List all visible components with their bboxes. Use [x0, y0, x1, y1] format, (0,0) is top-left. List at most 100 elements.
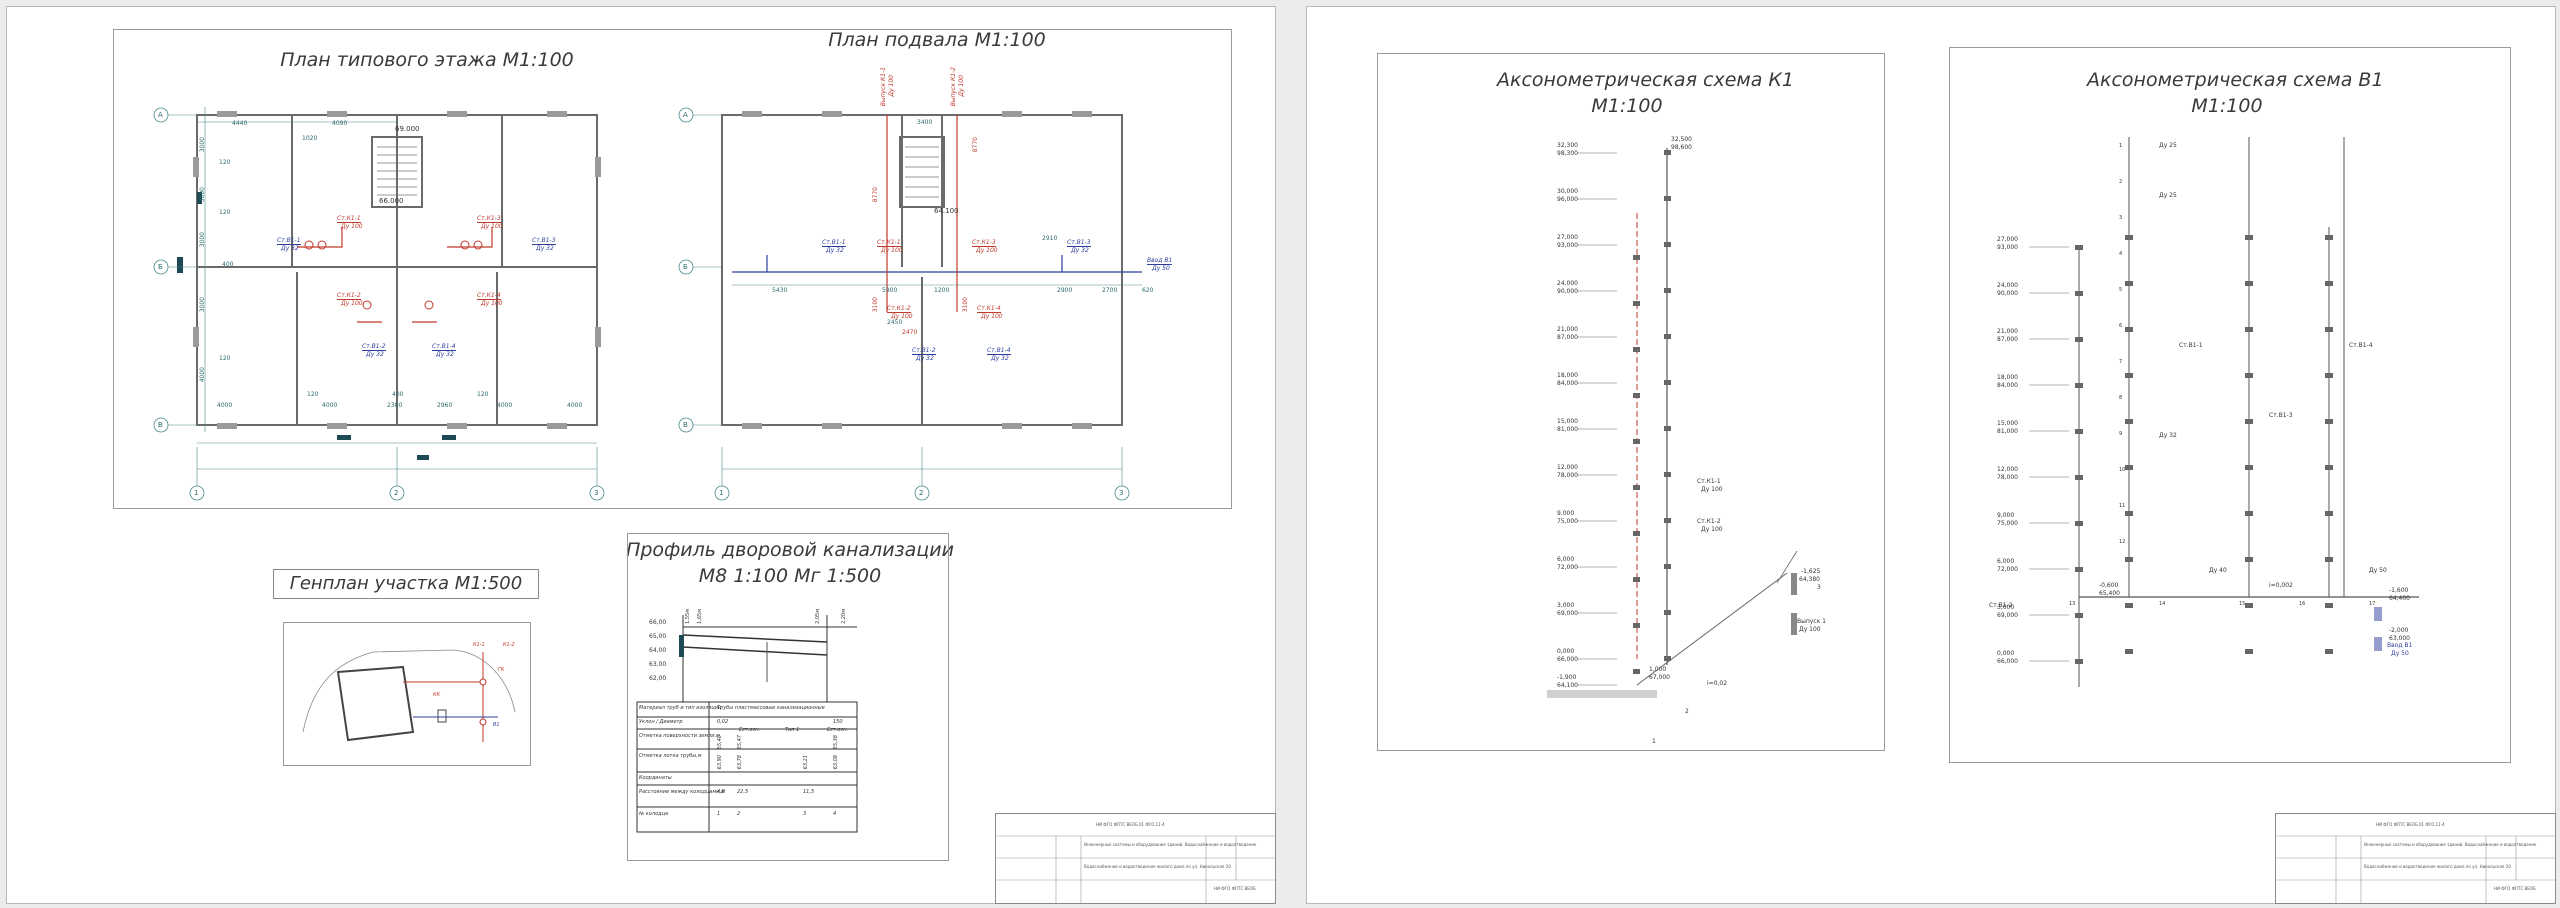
basement-axis-col-label: 1 — [719, 489, 724, 497]
floor-dim-bottom: 4000 — [217, 402, 233, 409]
floor-dim-small: 120 — [219, 355, 231, 362]
b1-fitting — [2325, 373, 2333, 378]
k1-slope: i=0,02 — [1707, 680, 1727, 687]
basement-riser-tag-code: Ст.В1-1 — [822, 239, 846, 247]
k1-level-mark-a: 32,300 — [1557, 142, 1578, 149]
tb-left-desc: Инженерные системы и оборудование зданий… — [1084, 842, 1257, 847]
b1-node-number: 4 — [2119, 251, 2122, 257]
basement-riser-tag-code: Ст.В1-4 — [987, 347, 1011, 355]
basement-walls — [721, 114, 1123, 426]
profile-title-line1: Профиль дворовой канализации — [626, 539, 954, 561]
k1-level-mark-a: 27,000 — [1557, 234, 1578, 241]
basement-riser-tag-dia: Ду 32 — [826, 247, 844, 254]
basement-axis-grid — [692, 114, 1142, 487]
profile-row-value: 65,40 — [717, 735, 723, 750]
b1-fitting — [2125, 557, 2133, 562]
profile-top-mark: 2,05м — [815, 609, 821, 624]
k1-ground-hatch — [1547, 690, 1657, 698]
basement-inlet-code: Ввод В1 — [1147, 257, 1173, 265]
k1-level-mark-b: 90,000 — [1557, 288, 1578, 295]
b1-fitting — [2325, 419, 2333, 424]
profile-column-head: Ест.осн. — [739, 727, 761, 733]
k1-fitting — [1664, 426, 1671, 431]
b1-fitting — [2125, 373, 2133, 378]
basement-dim: 2900 — [1057, 287, 1073, 294]
b1-fitting — [2125, 419, 2133, 424]
b1-level-mark-b: 84,000 — [1997, 382, 2018, 389]
k1-level-mark-a: 30,000 — [1557, 188, 1578, 195]
k1-tag-dia: Ду 100 — [1701, 526, 1723, 533]
k1-tag-code: Ст.К1-2 — [1697, 518, 1721, 525]
floor-dim-bottom: 4000 — [567, 402, 583, 409]
b1-fitting — [2075, 567, 2083, 572]
k1-fitting-left — [1633, 301, 1640, 306]
b1-node-number: 14 — [2159, 601, 2165, 607]
b1-fitting — [2245, 327, 2253, 332]
floor-riser-tag-code: Ст.К1-4 — [477, 292, 501, 300]
k1-fitting — [1664, 334, 1671, 339]
b1-fitting — [2075, 291, 2083, 296]
basement-dim: 2470 — [902, 329, 918, 336]
genplan-title: Генплан участка М1:500 — [273, 569, 539, 599]
floor-dim-bottom: 4000 — [322, 402, 338, 409]
profile-row-value: 4,8 — [717, 789, 725, 795]
floor-riser-tag-dia: Ду 32 — [536, 245, 554, 252]
k1-top-mark-b: 98,600 — [1671, 144, 1692, 151]
floor-riser-tag-code: Ст.В1-3 — [532, 237, 556, 245]
floor-elevation: 66.000 — [379, 197, 404, 205]
floor-dim-bottom: 2960 — [437, 402, 453, 409]
floor-riser-tag-code: Ст.К1-1 — [337, 215, 361, 223]
floor-riser-tag-code: Ст.В1-4 — [432, 343, 456, 351]
basement-dim: 8770 — [972, 137, 979, 153]
b1-main-mark-a: -0,600 — [2099, 582, 2119, 589]
basement-outlet-dia: Ду 100 — [958, 75, 965, 97]
basement-riser-tag-dia: Ду 100 — [881, 247, 903, 254]
k1-fitting — [1664, 288, 1671, 293]
floor-axis-col-label: 3 — [594, 489, 599, 497]
k1-fitting-left — [1633, 577, 1640, 582]
b1-inlet-well — [2374, 607, 2382, 621]
b1-fitting — [2125, 235, 2133, 240]
basement-windows — [742, 111, 1092, 429]
k1-level-mark-a: 3,000 — [1557, 602, 1574, 609]
b1-level-mark-b: 90,000 — [1997, 290, 2018, 297]
floor-dim-left: 3000 — [199, 187, 206, 203]
k1-outlet-mark-a: -1,625 — [1801, 568, 1821, 575]
profile-row-value: 63,21 — [803, 755, 809, 770]
b1-main-mark-b: 63,000 — [2389, 635, 2410, 642]
b1-dia: Ду 25 — [2159, 192, 2177, 199]
k1-level-mark-a: 6,000 — [1557, 556, 1574, 563]
k1-tag-dia: Ду 100 — [1701, 486, 1723, 493]
basement-dim: 5900 — [882, 287, 898, 294]
k1-level-mark-a: 21,000 — [1557, 326, 1578, 333]
basement-riser-tag-code: Ст.К1-2 — [887, 305, 911, 313]
b1-main-mark-a: -2,000 — [2389, 627, 2409, 634]
k1-outlet-well-2 — [1791, 613, 1797, 635]
plan-basement-title: План подвала М1:100 — [828, 29, 1046, 51]
b1-node-number: 6 — [2119, 323, 2122, 329]
b1-node-number: 3 — [2119, 215, 2122, 221]
k1-level-mark-b: 78,000 — [1557, 472, 1578, 479]
b1-fitting — [2125, 281, 2133, 286]
profile-row-label: Расстояние между колодцами,м — [639, 789, 725, 795]
floor-axis-row-label: Б — [158, 263, 163, 271]
b1-level-mark-b: 81,000 — [1997, 428, 2018, 435]
genplan-label: К1-2 — [503, 642, 515, 648]
profile-row-value: 65,47 — [737, 735, 743, 750]
b1-fitting — [2075, 521, 2083, 526]
k1-frame — [1377, 53, 1885, 751]
basement-sewer — [886, 115, 958, 312]
basement-outlet-code: Выпуск К1-2 — [950, 67, 957, 107]
profile-frame — [627, 533, 949, 861]
floor-fixtures — [304, 240, 483, 310]
b1-level-mark-a: 3,000 — [1997, 604, 2014, 611]
b1-fitting — [2245, 281, 2253, 286]
b1-level-mark-a: 21,000 — [1997, 328, 2018, 335]
floor-dim-bottom: 2380 — [387, 402, 403, 409]
basement-riser-tag-dia: Ду 32 — [916, 355, 934, 362]
basement-dim: 3400 — [917, 119, 933, 126]
basement-riser-tag-dia: Ду 100 — [981, 313, 1003, 320]
b1-node-number: 12 — [2119, 539, 2125, 545]
b1-level-mark-b: 87,000 — [1997, 336, 2018, 343]
b1-tag: Ст.В1-4 — [2349, 342, 2373, 349]
